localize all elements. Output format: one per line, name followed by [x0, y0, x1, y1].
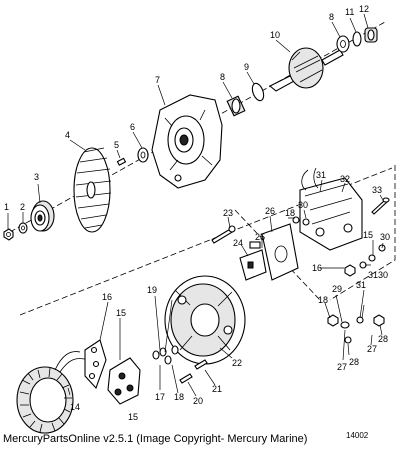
assembly-axis-line-right	[329, 165, 396, 301]
callout-25: 25	[255, 232, 265, 242]
callout-4: 4	[65, 130, 70, 140]
part-diode-trio	[84, 339, 107, 390]
callout-28-right: 28	[378, 334, 388, 344]
part-stator	[16, 351, 89, 434]
callout-27-lower: 27	[337, 362, 347, 372]
part-pulley	[30, 200, 55, 232]
callout-18-lower: 18	[174, 392, 184, 402]
part-nuts-right	[327, 244, 386, 344]
callout-29: 29	[332, 284, 342, 294]
callout-14: 14	[70, 402, 80, 412]
callout-31-lower: 31	[356, 280, 366, 290]
part-bearing	[226, 95, 246, 117]
part-nut	[3, 228, 14, 241]
callout-3: 3	[34, 172, 39, 182]
callout-15-lower: 15	[116, 308, 126, 318]
part-bearing-rear	[336, 35, 350, 53]
callout-20: 20	[193, 396, 203, 406]
callout-31-right: 31	[368, 270, 378, 280]
drawing-number: 14002	[346, 431, 369, 440]
callout-21: 21	[212, 384, 222, 394]
part-washer-rear	[352, 31, 362, 47]
callout-26: 26	[265, 206, 275, 216]
part-washers-lower	[152, 345, 179, 365]
callout-32: 32	[340, 174, 350, 184]
callout-15-right: 15	[363, 230, 373, 240]
callout-31-upper: 31	[316, 170, 326, 180]
part-slip-ring-end-frame	[164, 275, 246, 365]
part-brush-holder	[239, 241, 267, 281]
image-caption: MercuryPartsOnline v2.5.1 (Image Copyrig…	[3, 433, 308, 445]
part-bolt	[211, 225, 236, 244]
callout-6: 6	[130, 122, 135, 132]
callout-30-right-a: 30	[380, 232, 390, 242]
part-screws-lower	[179, 359, 208, 384]
callout-7: 7	[155, 75, 160, 85]
assembly-axis-line-brush	[234, 209, 321, 301]
callout-2: 2	[20, 202, 25, 212]
callout-24: 24	[233, 238, 243, 248]
part-washer-30-upper	[302, 218, 310, 226]
part-rectifier-bridge	[107, 357, 141, 405]
callout-23: 23	[223, 208, 233, 218]
callout-15-bottom: 15	[128, 412, 138, 422]
part-retainer-ring	[251, 82, 265, 102]
part-rotor	[269, 47, 344, 92]
callout-19: 19	[147, 285, 157, 295]
part-collar	[137, 147, 149, 163]
callout-22: 22	[232, 358, 242, 368]
callout-1: 1	[4, 202, 9, 212]
callout-8-rear: 8	[329, 12, 334, 22]
callout-30-upper: 30	[298, 200, 308, 210]
callout-33: 33	[372, 185, 382, 195]
callout-5: 5	[114, 140, 119, 150]
callout-12: 12	[359, 4, 369, 14]
part-washer	[18, 222, 28, 234]
part-fan	[73, 147, 112, 233]
callout-18-upper: 18	[285, 208, 295, 218]
callout-8: 8	[220, 72, 225, 82]
part-key	[116, 157, 127, 166]
part-screw	[371, 197, 390, 215]
callout-16-lower: 16	[102, 292, 112, 302]
callout-27-right: 27	[367, 344, 377, 354]
callout-9: 9	[244, 62, 249, 72]
callout-10: 10	[270, 30, 280, 40]
part-brush-plate	[261, 223, 299, 281]
part-regulator-bracket	[299, 167, 363, 251]
callout-28-lower: 28	[349, 357, 359, 367]
callout-18-right: 18	[318, 295, 328, 305]
part-washer-18-upper	[292, 216, 300, 224]
part-drive-end-frame	[151, 94, 223, 189]
part-sleeve	[364, 27, 378, 43]
callout-30-right-b: 30	[378, 270, 388, 280]
callout-16-right: 16	[312, 263, 322, 273]
callout-11: 11	[345, 7, 354, 17]
callout-17: 17	[155, 392, 165, 402]
